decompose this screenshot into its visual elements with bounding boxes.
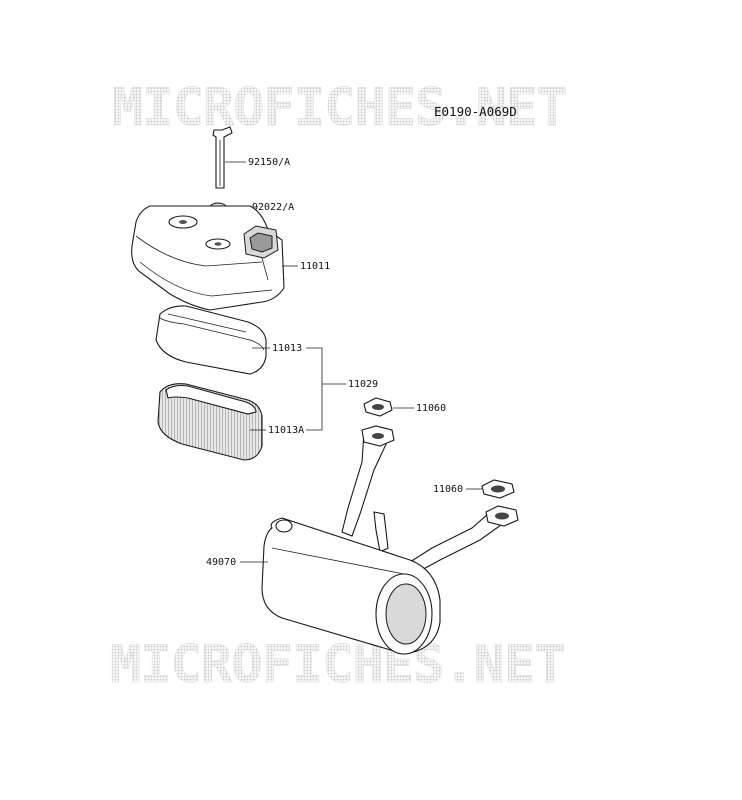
outer-element-part — [155, 305, 267, 375]
label-washer: 92022/A — [252, 202, 294, 213]
label-muffler: 49070 — [206, 557, 236, 568]
label-gasket-lower: 11060 — [433, 484, 463, 495]
label-assembly: 11029 — [348, 379, 378, 390]
label-cover: 11011 — [300, 261, 330, 272]
gasket-lower-part — [481, 479, 515, 499]
gasket-upper-part — [363, 397, 393, 417]
muffler-part — [261, 425, 519, 655]
bracket-assembly — [306, 347, 346, 431]
watermark-bottom: MICROFICHES.NET — [110, 635, 565, 695]
label-inner-element: 11013A — [268, 425, 304, 436]
label-bolt: 92150/A — [248, 157, 290, 168]
diagram-code: E0190-A069D — [434, 104, 517, 119]
label-gasket-upper: 11060 — [416, 403, 446, 414]
bolt-part — [212, 126, 233, 189]
air-cleaner-cover-part — [131, 205, 285, 311]
label-outer-element: 11013 — [272, 343, 302, 354]
watermark-top: MICROFICHES.NET — [112, 78, 567, 138]
inner-element-part — [157, 383, 263, 461]
